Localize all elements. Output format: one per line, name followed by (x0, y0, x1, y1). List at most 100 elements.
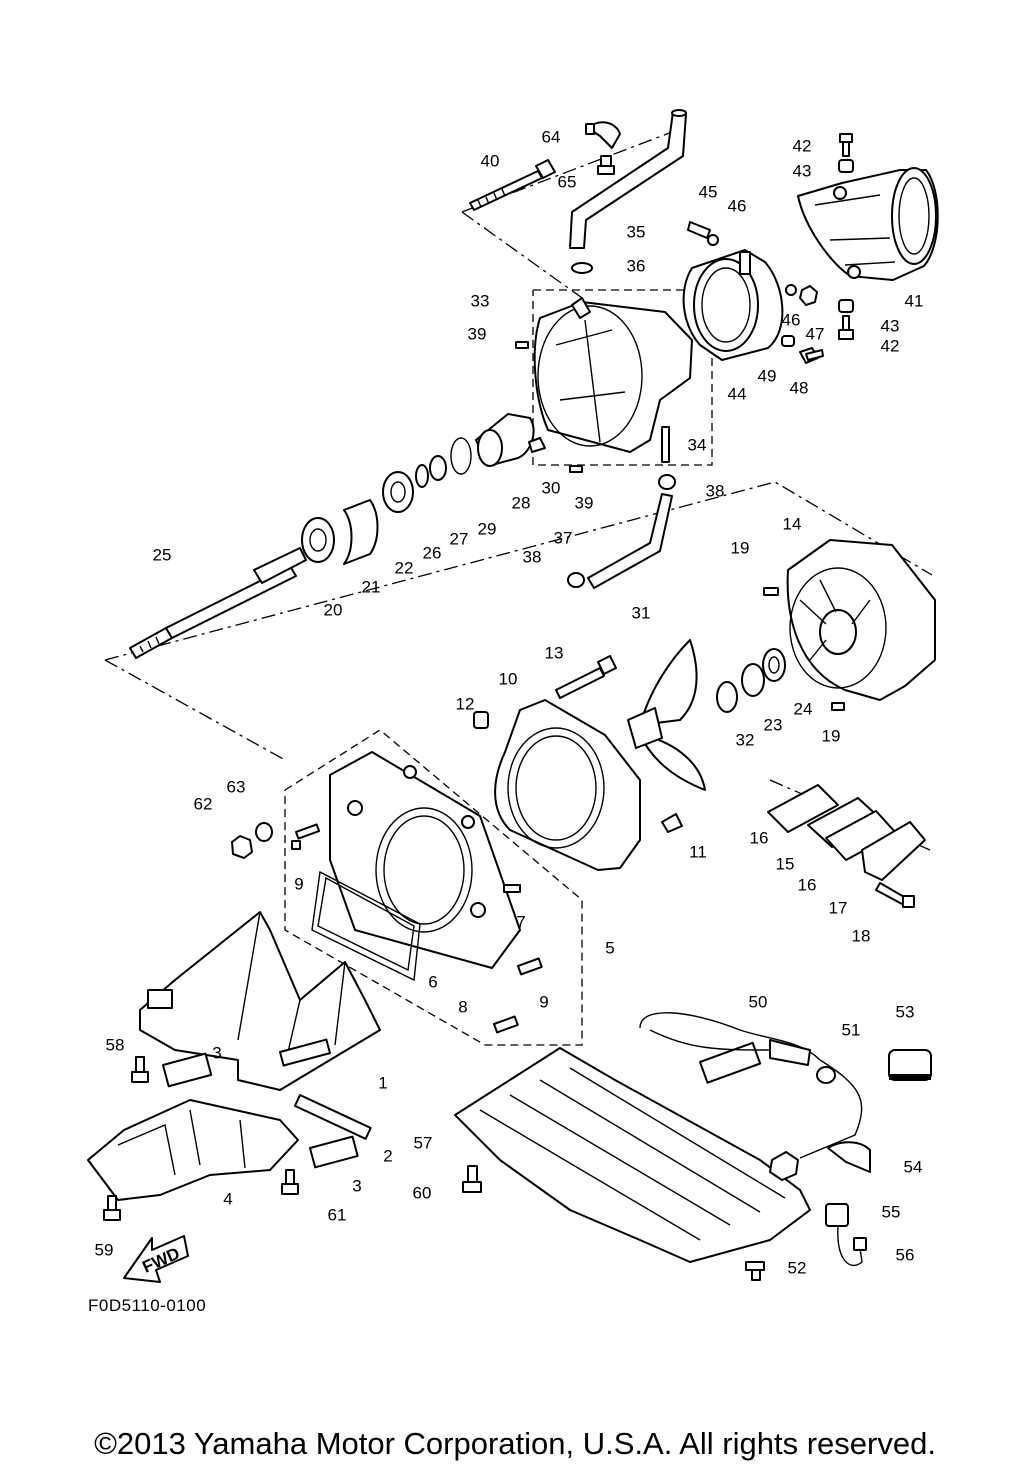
part-callout-23: 23 (764, 715, 783, 734)
clamp-64 (585, 121, 621, 149)
part-callout-1: 1 (378, 1073, 387, 1092)
part-callout-14: 14 (783, 514, 802, 533)
part-callout-2: 2 (383, 1146, 392, 1165)
part-callout-49: 49 (758, 366, 777, 385)
plate-5 (329, 751, 521, 969)
part-callout-5: 5 (605, 938, 614, 957)
blocks-2-3 (162, 1052, 372, 1169)
part-callout-61: 61 (328, 1205, 347, 1224)
part-callout-40: 40 (481, 151, 500, 170)
part-callout-25: 25 (153, 545, 172, 564)
part-callout-26: 26 (423, 543, 442, 562)
washers-46 (707, 234, 797, 296)
part-callout-33: 33 (471, 291, 490, 310)
part-callout-11: 11 (689, 842, 707, 861)
part-callout-27: 27 (450, 529, 469, 548)
part-callout-35: 35 (627, 222, 646, 241)
housing-10 (494, 699, 641, 871)
part-callout-64: 64 (542, 127, 561, 146)
pin-39-bot (569, 465, 583, 473)
bolt-11 (661, 813, 683, 833)
clip-54 (827, 1141, 871, 1173)
part-callout-13: 13 (545, 643, 564, 662)
part-callout-9: 9 (539, 992, 548, 1011)
copyright-notice: ©2013 Yamaha Motor Corporation, U.S.A. A… (94, 1426, 936, 1461)
part-callout-10: 10 (499, 669, 518, 688)
bolt-65 (597, 155, 615, 175)
ring-44 (682, 249, 784, 361)
part-callout-45: 45 (699, 182, 718, 201)
collar-43-top (838, 159, 854, 173)
part-callout-18: 18 (852, 926, 871, 945)
part-callout-19: 19 (731, 538, 750, 557)
part-callout-32: 32 (736, 730, 755, 749)
part-callout-7: 7 (516, 912, 525, 931)
part-callout-21: 21 (362, 577, 381, 596)
hose-35 (569, 109, 687, 249)
part-callout-56: 56 (896, 1245, 915, 1264)
part-callout-62: 62 (194, 794, 213, 813)
part-callout-43: 43 (881, 316, 900, 335)
part-callout-50: 50 (749, 992, 768, 1011)
part-callout-17: 17 (829, 898, 848, 917)
part-callout-8: 8 (458, 997, 467, 1016)
part-callout-6: 6 (428, 972, 437, 991)
fwd-arrow-icon: FWD (123, 1235, 189, 1283)
pin-12 (473, 711, 489, 729)
bolts-58-59-61 (103, 1056, 299, 1221)
bolt-45 (687, 221, 711, 239)
plate-4 (87, 1099, 299, 1201)
part-callout-37: 37 (554, 528, 573, 547)
part-callout-3: 3 (212, 1043, 221, 1062)
part-callout-54: 54 (904, 1157, 923, 1176)
bolt-13 (555, 655, 617, 699)
pin-34 (661, 426, 670, 463)
part-callout-16: 16 (798, 875, 817, 894)
part-callout-24: 24 (794, 699, 813, 718)
housing-14 (786, 539, 936, 701)
nut-47 (799, 285, 818, 306)
part-callout-30: 30 (542, 478, 561, 497)
part-callout-4: 4 (223, 1189, 232, 1208)
hose-37 (587, 493, 673, 589)
bolt-18 (875, 882, 915, 908)
part-callout-38: 38 (523, 547, 542, 566)
part-callout-58: 58 (106, 1035, 125, 1054)
part-callout-3: 3 (352, 1176, 361, 1195)
pin-19-bot (831, 702, 845, 711)
part-callout-36: 36 (627, 256, 646, 275)
part-callout-59: 59 (95, 1240, 114, 1259)
part-callout-43: 43 (793, 161, 812, 180)
part-callout-28: 28 (512, 493, 531, 512)
bolt-48 (799, 347, 824, 364)
part-callout-48: 48 (790, 378, 809, 397)
clip-38-bot (567, 572, 585, 588)
plug-55-56 (825, 1203, 867, 1267)
part-callout-12: 12 (456, 694, 475, 713)
part-callout-15: 15 (776, 854, 795, 873)
part-callout-38: 38 (706, 481, 725, 500)
part-callout-46: 46 (728, 196, 747, 215)
part-callout-34: 34 (688, 435, 707, 454)
clip-36 (571, 262, 593, 274)
small-bolts-7-8-9 (291, 823, 543, 1034)
part-callout-55: 55 (882, 1202, 901, 1221)
part-callout-60: 60 (413, 1183, 432, 1202)
part-callout-20: 20 (324, 600, 343, 619)
part-callout-44: 44 (728, 384, 747, 403)
bolt-40 (469, 159, 556, 211)
bolt-42-top (839, 133, 853, 157)
part-callout-41: 41 (905, 291, 924, 310)
shaft-25 (129, 547, 307, 659)
part-callout-46: 46 (782, 310, 801, 329)
nozzle-41 (797, 167, 939, 281)
collar-49 (781, 335, 795, 347)
nut-62-washer-63 (231, 822, 273, 859)
part-callout-47: 47 (806, 324, 825, 343)
drawing-reference-code: F0D5110-0100 (88, 1296, 207, 1315)
seals-23-24-32 (716, 648, 786, 713)
part-callout-42: 42 (793, 136, 812, 155)
part-callout-9: 9 (294, 874, 303, 893)
